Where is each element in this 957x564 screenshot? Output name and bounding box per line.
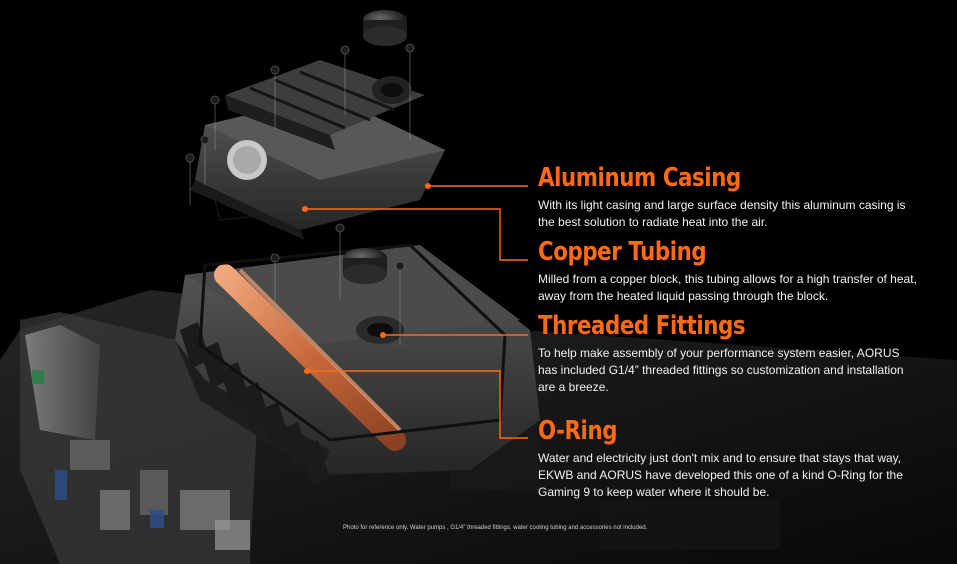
feature-threaded-fittings: Threaded Fittings To help make assembly … — [538, 311, 918, 396]
feature-description: Water and electricity just don't mix and… — [538, 451, 903, 499]
disclaimer-note: Photo for reference only. Water pumps , … — [343, 525, 648, 531]
callout-lines — [305, 185, 528, 439]
callout-dots — [302, 183, 431, 374]
feature-aluminum-casing: Aluminum Casing With its light casing an… — [538, 163, 918, 231]
heatsink-fins — [180, 322, 330, 486]
feature-title: Threaded Fittings — [538, 311, 746, 341]
feature-title: Copper Tubing — [538, 237, 707, 267]
screw-heads — [185, 43, 415, 271]
feature-title: Aluminum Casing — [538, 163, 741, 193]
feature-description: To help make assembly of your performanc… — [538, 346, 904, 394]
feature-description: Milled from a copper block, this tubing … — [538, 272, 917, 303]
feature-description: With its light casing and large surface … — [538, 198, 906, 229]
feature-copper-tubing: Copper Tubing Milled from a copper block… — [538, 237, 918, 305]
feature-o-ring: O-Ring Water and electricity just don't … — [538, 416, 918, 501]
feature-title: O-Ring — [538, 416, 618, 446]
screws — [189, 50, 411, 345]
fitting-caps — [343, 10, 412, 344]
